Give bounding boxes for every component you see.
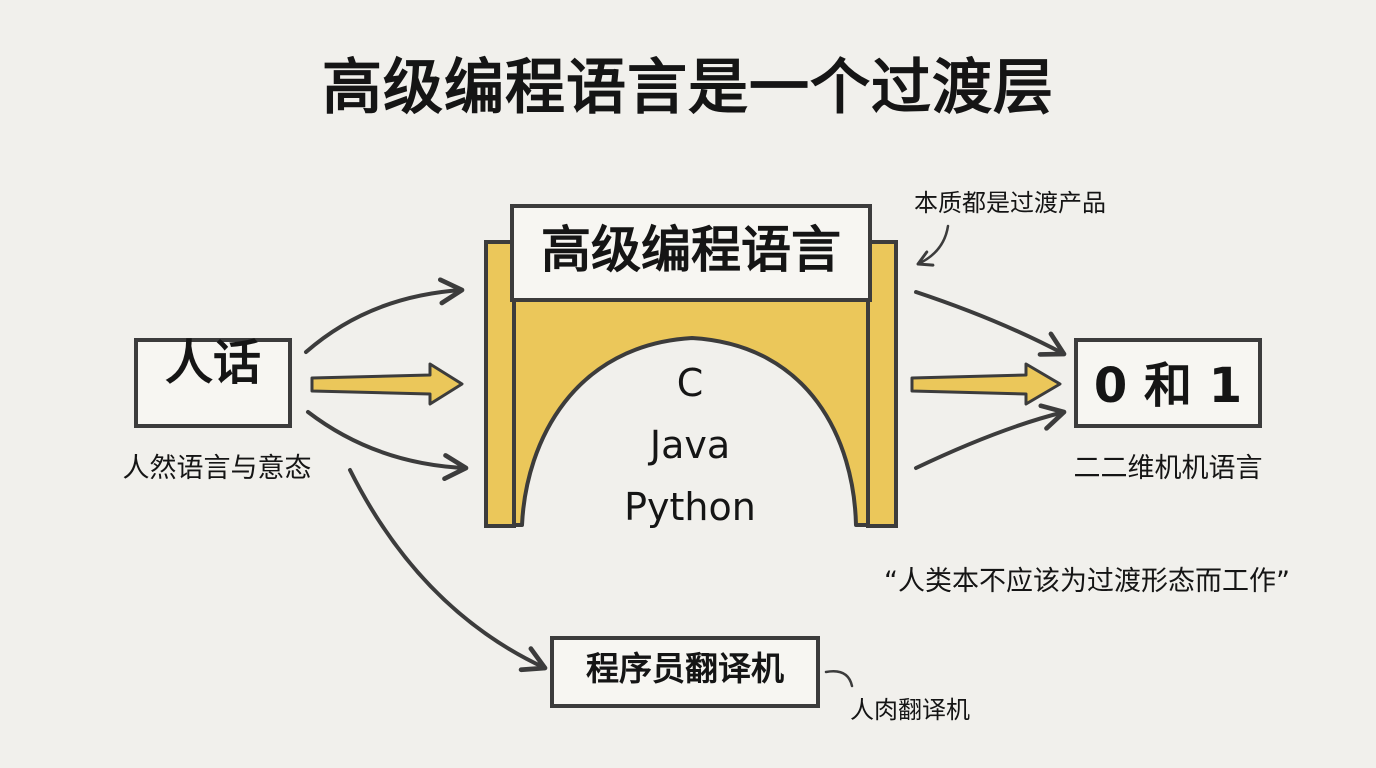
bridge-label-box (510, 204, 872, 302)
bridge-left-pillar (484, 240, 516, 528)
binary-label: 0 和 1 (1093, 358, 1243, 414)
bridge-arch (510, 298, 872, 527)
binary-sublabel: 二二维机机语言 (1073, 453, 1263, 484)
language-java: Java (649, 423, 731, 467)
arrow-human-to-bridge-bottom (306, 410, 469, 482)
arrow-bridge-to-binary-top (914, 290, 1067, 357)
translator-box (550, 636, 820, 708)
quote-text: “人类本不应该为过渡形态而工作” (884, 566, 1290, 597)
language-python: Python (624, 485, 756, 529)
note-bottom-curl (824, 670, 854, 688)
yellow-arrow-right (910, 362, 1062, 406)
human-label: 人话 (164, 335, 261, 391)
note-top-pointer-arrow (916, 224, 950, 267)
bridge-right-pillar (866, 240, 898, 528)
arrow-human-to-bridge-top (304, 277, 465, 354)
page-title: 高级编程语言是一个过渡层 (322, 53, 1054, 123)
yellow-arrow-left (310, 362, 464, 406)
translator-label: 程序员翻译机 (586, 649, 784, 688)
language-c: C (676, 361, 704, 405)
arrow-human-to-translator (348, 468, 548, 673)
human-sublabel: 人然语言与意态 (122, 453, 312, 484)
translator-note: 人肉翻译机 (850, 696, 970, 724)
human-box (134, 338, 292, 428)
bridge-note: 本质都是过渡产品 (914, 189, 1106, 217)
arrow-bridge-to-binary-bottom (914, 403, 1067, 470)
bridge-label: 高级编程语言 (541, 221, 841, 279)
binary-box (1074, 338, 1262, 428)
